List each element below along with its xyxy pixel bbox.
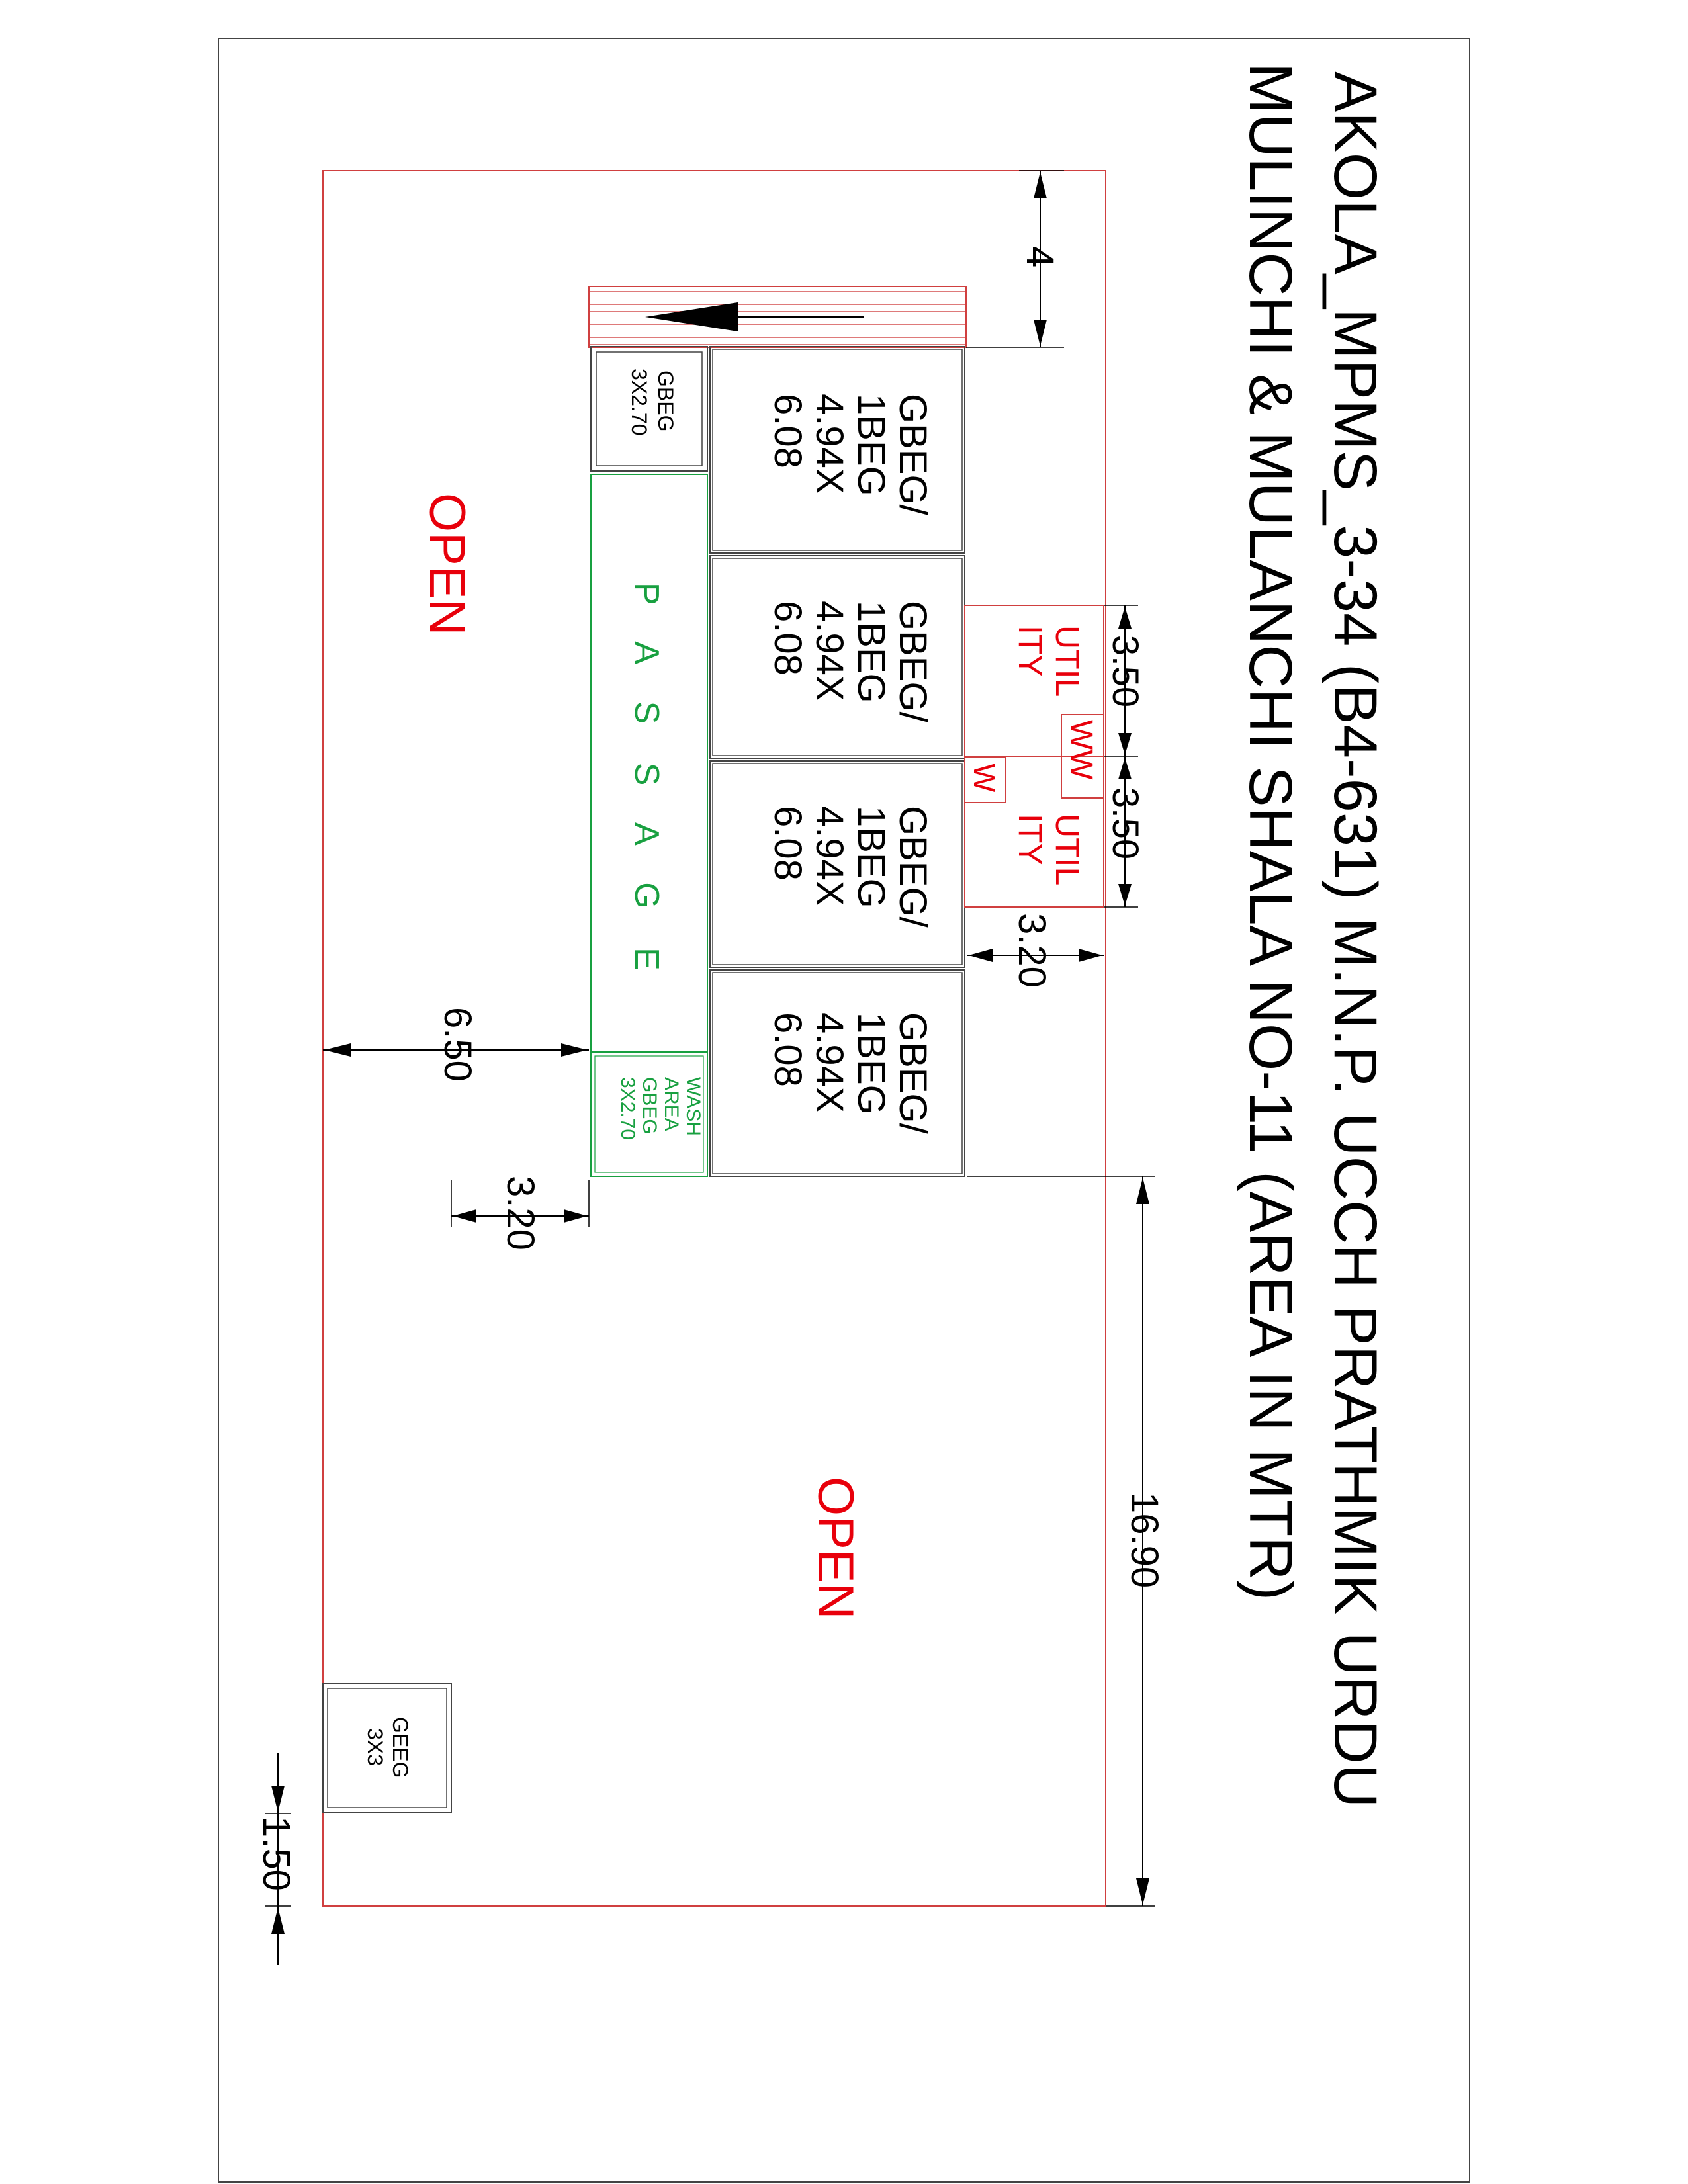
- classroom-label-2: 1BEG: [850, 806, 893, 908]
- wc-w-label: W: [967, 764, 1002, 793]
- dimension-4: 4: [966, 170, 1064, 348]
- wc-ww-label: WW: [1063, 720, 1098, 780]
- classroom-1: GBEG/ 1BEG 4.94X 6.08: [709, 346, 965, 554]
- classroom-label-3: 4.94X: [808, 1012, 851, 1113]
- dimension-6-50-label: 6.50: [436, 1007, 479, 1082]
- classroom-label-3: 4.94X: [808, 394, 851, 494]
- open-label-right: OPEN: [807, 1477, 864, 1619]
- classroom-inner: [712, 558, 963, 756]
- wash-label-1: WASH: [682, 1077, 704, 1136]
- wash-label-3: GBEG: [639, 1077, 660, 1135]
- stair-arrow-icon: [645, 302, 738, 331]
- dimension-6-50: 6.50: [323, 1007, 589, 1082]
- utility-label-2a: UTIL: [1049, 814, 1086, 885]
- classroom-label-2: 1BEG: [850, 394, 893, 496]
- classroom-label-3: 4.94X: [808, 601, 851, 701]
- utility-label-1b: ITY: [1012, 625, 1049, 677]
- classroom-label-1: GBEG/: [891, 806, 934, 928]
- small-room-label-1: GBEG: [654, 371, 678, 431]
- classroom-3: GBEG/ 1BEG 4.94X 6.08: [709, 760, 965, 968]
- classroom-label-4: 6.08: [766, 806, 809, 881]
- plot-boundary: [322, 170, 1106, 1907]
- dimension-1-50: 1.50: [255, 1753, 298, 1965]
- classroom-4: GBEG/ 1BEG 4.94X 6.08: [709, 969, 965, 1177]
- classroom-label-1: GBEG/: [891, 1012, 934, 1135]
- classroom-outer: [709, 969, 965, 1177]
- classroom-label-4: 6.08: [766, 1012, 809, 1087]
- classroom-inner: [712, 763, 963, 965]
- classroom-label-2: 1BEG: [850, 601, 893, 703]
- title-line-1: AKOLA_MPMS_3-34 (B4-631) M.N.P. UCCH PRA…: [1321, 71, 1389, 1808]
- classroom-label-1: GBEG/: [891, 394, 934, 516]
- geeg-room-outer: [322, 1683, 452, 1813]
- title-line-2: MULINCHI & MULANCHI SHALA NO-11 (AREA IN…: [1237, 63, 1304, 1600]
- utility-label-2b: ITY: [1012, 814, 1049, 865]
- dimension-4-label: 4: [1018, 246, 1061, 267]
- open-label-left: OPEN: [419, 493, 475, 635]
- geeg-room-inner: [327, 1688, 447, 1808]
- utility-label-1a: UTIL: [1049, 625, 1086, 697]
- classroom-label-2: 1BEG: [850, 1012, 893, 1115]
- wash-label-2: AREA: [660, 1077, 682, 1131]
- dimension-3-20-b-label: 3.20: [499, 1176, 542, 1250]
- dimension-3-50-a: 3.50: [1104, 605, 1147, 757]
- geeg-room-label-1: GEEG: [388, 1717, 412, 1778]
- classroom-inner: [712, 972, 963, 1174]
- dimension-3-50-b: 3.50: [1104, 756, 1147, 908]
- wash-label-4: 3X2.70: [617, 1077, 639, 1140]
- dimension-16-90-label: 16.90: [1123, 1492, 1166, 1588]
- sheet-border: [218, 38, 1470, 2183]
- wc-w-box: [964, 757, 1006, 803]
- classroom-inner: [712, 349, 963, 551]
- dimension-3-50-a-label: 3.50: [1105, 635, 1147, 707]
- classroom-outer: [709, 346, 965, 554]
- dimension-3-20-a: 3.20: [967, 913, 1104, 988]
- wash-area: [590, 1051, 708, 1177]
- dimension-3-20-a-label: 3.20: [1010, 913, 1053, 988]
- classroom-label-3: 4.94X: [808, 806, 851, 906]
- classroom-label-4: 6.08: [766, 394, 809, 468]
- dimension-1-50-label: 1.50: [255, 1816, 298, 1891]
- passage-label: P A S S A G E: [627, 582, 666, 985]
- small-room-inner: [596, 351, 703, 466]
- small-room-outer: [590, 346, 708, 472]
- small-room-label-2: 3X2.70: [627, 369, 651, 435]
- dimension-16-90: 16.90: [967, 1176, 1166, 1907]
- dimension-3-50-b-label: 3.50: [1105, 787, 1147, 859]
- utility-2: [964, 756, 1104, 908]
- geeg-room-label-2: 3X3: [363, 1728, 387, 1766]
- classroom-label-4: 6.08: [766, 601, 809, 676]
- dimension-3-20-b: 3.20: [451, 1176, 590, 1250]
- wash-area-inner: [594, 1055, 704, 1173]
- classroom-label-1: GBEG/: [891, 601, 934, 723]
- classroom-2: GBEG/ 1BEG 4.94X 6.08: [709, 555, 965, 759]
